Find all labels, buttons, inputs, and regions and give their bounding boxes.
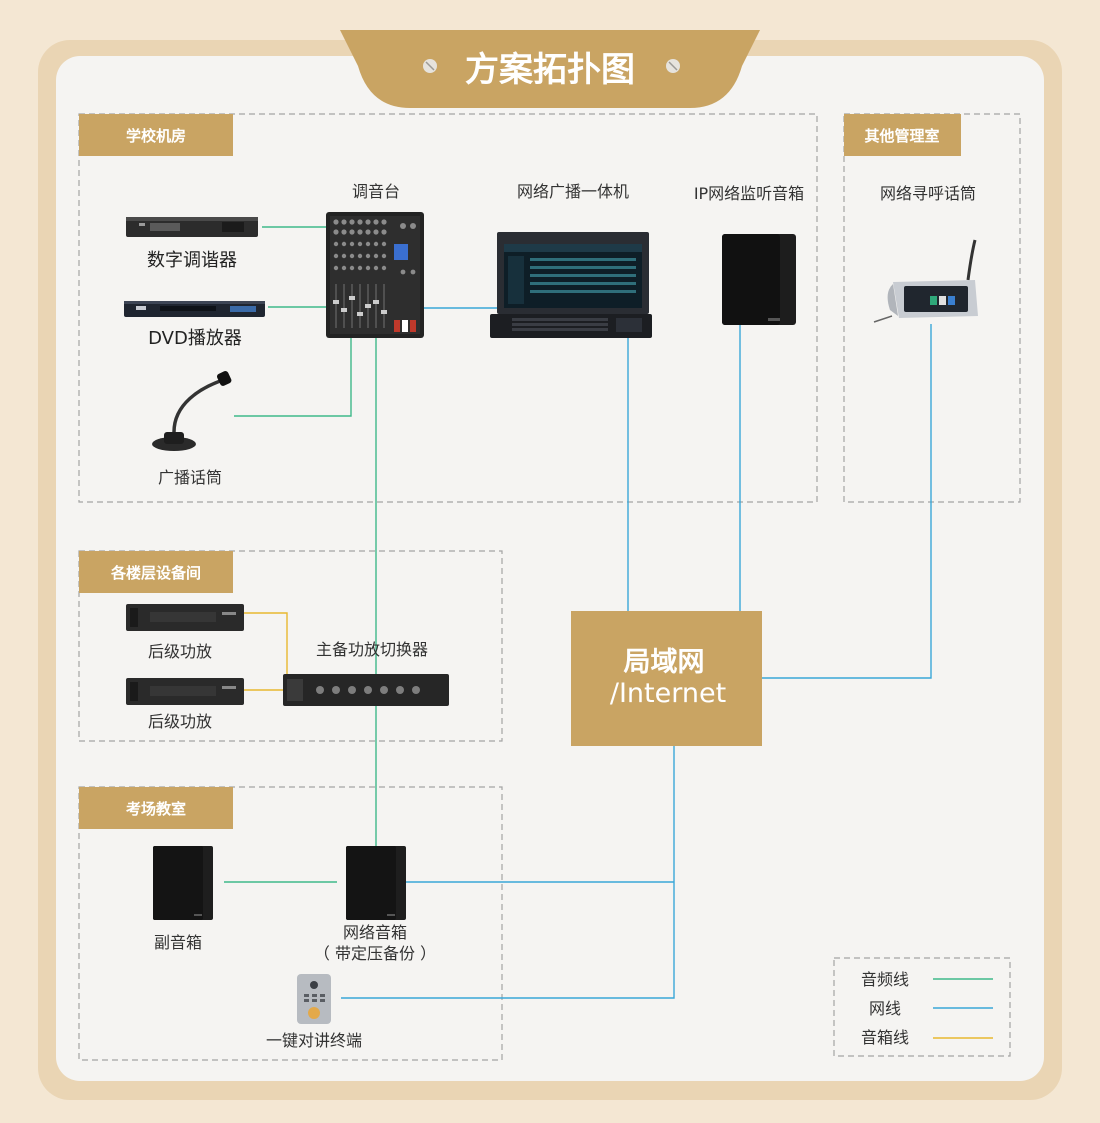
rear-amp-2-device (126, 678, 244, 705)
section-tabs: 学校机房 其他管理室 各楼层设备间 考场教室 (79, 114, 961, 829)
broadcast-mic-label: 广播话筒 (158, 468, 222, 487)
dvd-player-device (124, 301, 265, 317)
sub-speaker-device (153, 846, 213, 920)
intercom-terminal-device (297, 974, 331, 1024)
section-exam-room: 考场教室 (126, 800, 186, 818)
lan-label-line2: /Internet (610, 678, 726, 709)
page-title: 方案拓扑图 (465, 50, 635, 90)
link-lan-intercom (341, 746, 675, 999)
network-host-device (490, 232, 652, 338)
paging-mic-label: 网络寻呼话筒 (880, 184, 976, 203)
zone-machine-room (78, 113, 818, 503)
amp-switcher-label: 主备功放切换器 (316, 640, 428, 659)
section-other-mgmt: 其他管理室 (864, 127, 939, 145)
legend-audio-label: 音频线 (861, 970, 909, 989)
digital-tuner-device (126, 217, 258, 237)
network-speaker-device (346, 846, 406, 920)
sub-speaker-label: 副音箱 (154, 933, 202, 952)
connections (224, 226, 932, 999)
lan-block: 局域网 /Internet (571, 611, 762, 746)
rear-amp-2-label: 后级功放 (148, 712, 212, 731)
section-machine-room: 学校机房 (126, 127, 186, 145)
legend: 音频线 网线 音箱线 (861, 970, 993, 1047)
paging-mic-device (873, 239, 978, 323)
network-host-label: 网络广播一体机 (517, 182, 629, 201)
link-paging-lan (762, 324, 932, 679)
intercom-terminal-label: 一键对讲终端 (266, 1031, 362, 1050)
ip-monitor-speaker-device (722, 234, 796, 325)
ip-monitor-speaker-label: IP网络监听音箱 (694, 184, 804, 203)
inner-panel (56, 56, 1044, 1081)
zone-exam-room (78, 786, 503, 1061)
mixer-label: 调音台 (352, 182, 400, 201)
link-mic-mixer (234, 338, 352, 417)
rear-amp-1-device (126, 604, 244, 631)
network-speaker-label-line1: 网络音箱 (343, 923, 407, 942)
lan-label-line1: 局域网 (624, 647, 705, 678)
rear-amp-1-label: 后级功放 (148, 642, 212, 661)
broadcast-mic-device (152, 371, 232, 451)
network-speaker-label-line2: （ 带定压备份 ） (314, 944, 436, 963)
zone-floor-equipment (78, 550, 503, 742)
digital-tuner-label: 数字调谐器 (147, 250, 237, 271)
amp-switcher-device (283, 674, 449, 706)
zone-boxes (78, 113, 1021, 1061)
dvd-player-label: DVD播放器 (148, 328, 242, 349)
title-ribbon: 方案拓扑图 (340, 30, 760, 108)
legend-speaker-label: 音箱线 (861, 1028, 909, 1047)
section-floor-equipment: 各楼层设备间 (110, 564, 201, 582)
mixer-device (326, 212, 424, 338)
zone-other-mgmt (843, 113, 1021, 503)
legend-box (833, 957, 1011, 1057)
legend-network-label: 网线 (869, 999, 901, 1018)
